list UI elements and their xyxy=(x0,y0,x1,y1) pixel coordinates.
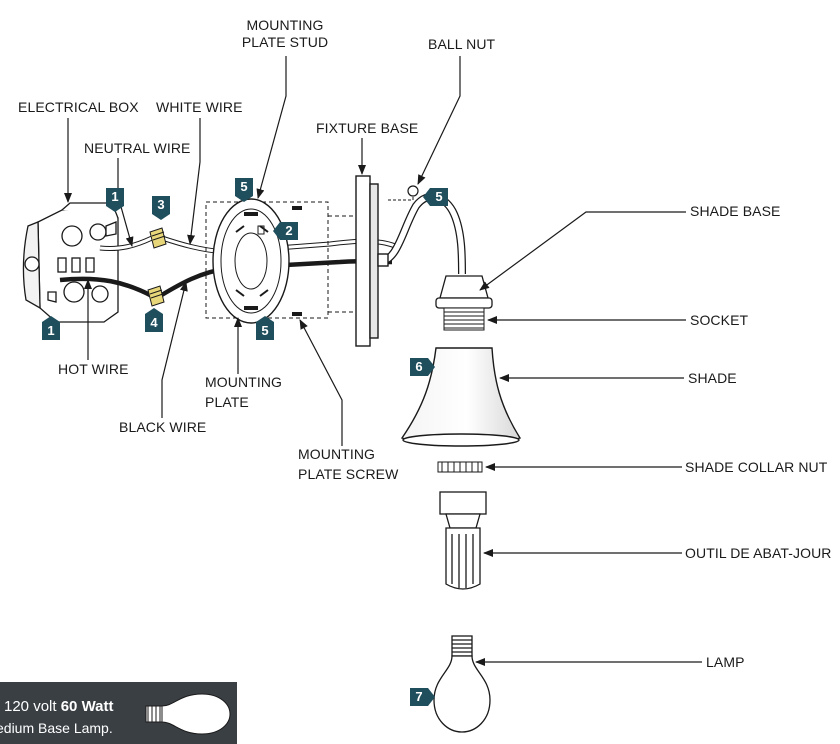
label-mounting-plate-screw: MOUNTING PLATE SCREW xyxy=(298,446,398,483)
step-badge-2: 2 xyxy=(273,222,298,240)
label-socket: SOCKET xyxy=(690,312,749,328)
step-badge-6: 6 xyxy=(410,358,435,376)
wire-nut-top xyxy=(149,227,167,249)
step-badge-7: 7 xyxy=(410,688,435,706)
step-badge-3: 3 xyxy=(152,196,170,220)
fixture-base xyxy=(328,175,389,347)
step-badge-5-plate-bottom: 5 xyxy=(256,316,274,340)
lamp-spec-panel: 120 volt 60 Watt edium Base Lamp. xyxy=(0,682,237,744)
label-lamp: LAMP xyxy=(706,654,745,670)
label-line: MOUNTING xyxy=(298,446,376,462)
label-shade: SHADE xyxy=(688,370,737,386)
ball-nut xyxy=(388,185,419,201)
lamp-bulb-icon xyxy=(145,693,231,735)
label-line: MOUNTING xyxy=(205,374,283,390)
label-neutral-wire: NEUTRAL WIRE xyxy=(84,140,191,156)
wire-nut-bottom xyxy=(147,285,165,307)
label-line: PLATE xyxy=(205,394,249,410)
shade-collar-nut xyxy=(437,461,483,473)
step-badge-1-bottom: 1 xyxy=(42,316,60,340)
label-shade-base: SHADE BASE xyxy=(690,203,781,219)
label-line: PLATE STUD xyxy=(241,34,329,50)
label-mounting-plate: MOUNTING PLATE xyxy=(205,374,282,411)
lamp-spec-line-1: 120 volt 60 Watt xyxy=(4,698,114,715)
electrical-box xyxy=(22,202,119,323)
label-ball-nut: BALL NUT xyxy=(428,36,496,52)
shade xyxy=(400,347,522,447)
label-shade-collar-nut: SHADE COLLAR NUT xyxy=(685,459,828,475)
lamp xyxy=(433,635,491,733)
label-electrical-box: ELECTRICAL BOX xyxy=(18,99,139,115)
step-badge-5-plate-top: 5 xyxy=(235,178,253,202)
step-badge-4: 4 xyxy=(145,308,163,332)
label-line: PLATE SCREW xyxy=(298,466,399,482)
label-black-wire: BLACK WIRE xyxy=(119,419,207,435)
step-badge-5-ball-nut: 5 xyxy=(423,188,448,206)
socket xyxy=(443,307,485,331)
shade-tool xyxy=(439,491,487,590)
mounting-plate xyxy=(205,198,329,324)
label-hot-wire: HOT WIRE xyxy=(58,361,129,377)
label-mounting-plate-stud: MOUNTING PLATE STUD xyxy=(232,17,338,51)
label-fixture-base: FIXTURE BASE xyxy=(316,120,419,136)
label-outil-de-abat-jour: OUTIL DE ABAT-JOUR xyxy=(685,545,832,561)
step-badge-1-top: 1 xyxy=(106,188,124,212)
lamp-volt: 120 volt xyxy=(4,698,57,715)
shade-base xyxy=(435,275,493,309)
label-white-wire: WHITE WIRE xyxy=(156,99,243,115)
label-line: MOUNTING xyxy=(246,17,324,33)
leader-lines xyxy=(64,56,702,666)
lamp-watt: 60 Watt xyxy=(60,698,114,715)
lamp-spec-line-2: edium Base Lamp. xyxy=(0,720,113,736)
